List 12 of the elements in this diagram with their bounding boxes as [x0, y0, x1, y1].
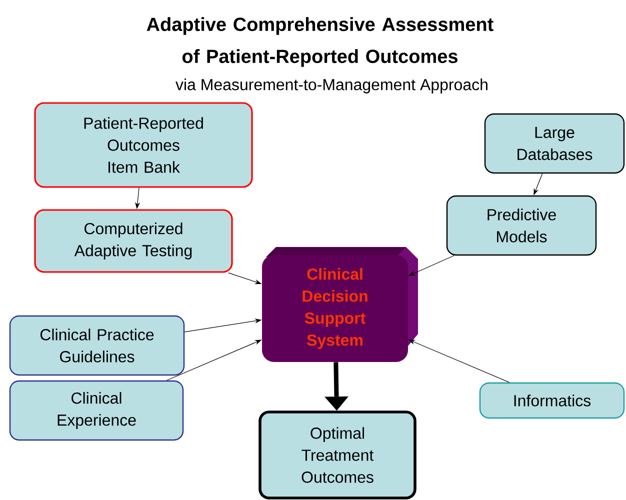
- process-box: Clinical Practice Guidelines: [9, 315, 185, 376]
- decision-box: Clinical Decision Support System: [262, 247, 418, 362]
- subtitle: via Measurement-to-Management Approach: [176, 78, 488, 94]
- process-box: Computerized Adaptive Testing: [34, 209, 233, 273]
- thick-arrow: [324, 362, 348, 411]
- process-box: Patient-Reported Outcomes Item Bank: [34, 102, 253, 188]
- title: Adaptive Comprehensive Assessment of Patient-Reported Outcomes: [146, 17, 494, 67]
- process-box: Large Databases: [484, 113, 625, 174]
- process-box: Predictive Models: [446, 195, 597, 256]
- process-box: Informatics: [479, 382, 625, 419]
- process-box: Optimal Treatment Outcomes: [258, 410, 416, 500]
- process-box: Clinical Experience: [9, 380, 184, 441]
